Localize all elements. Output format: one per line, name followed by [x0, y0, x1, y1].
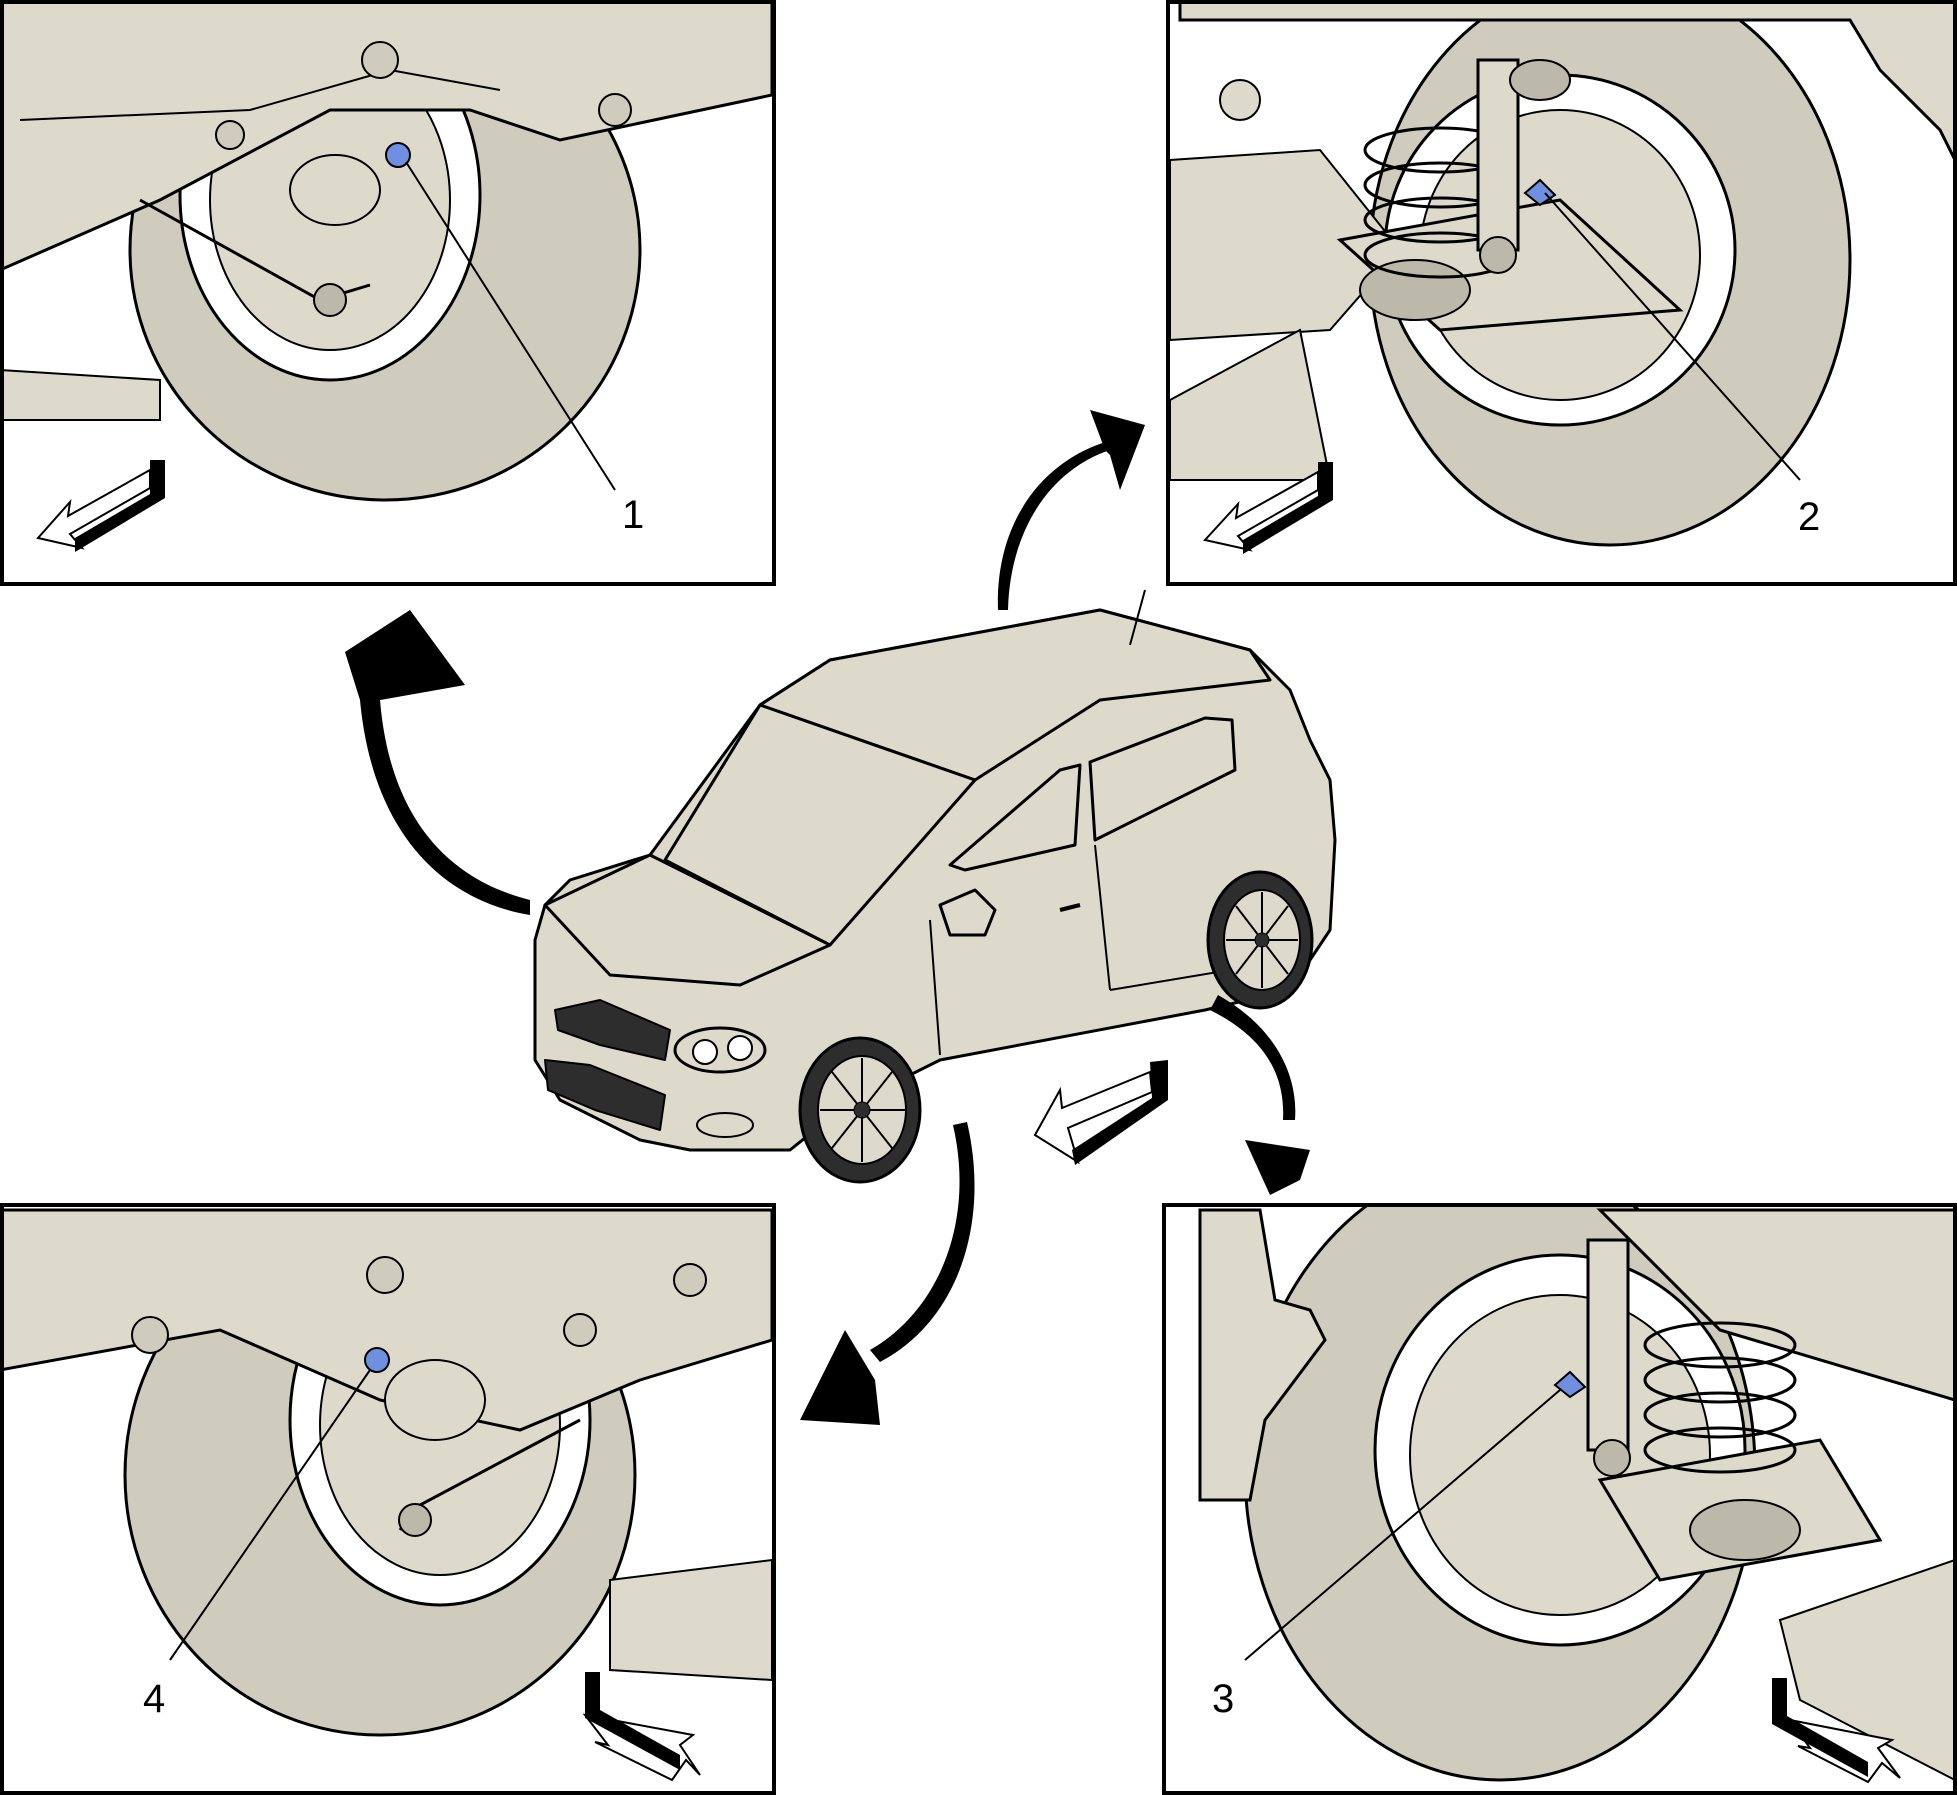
pointer-arrow-to-panel-2	[997, 410, 1145, 610]
panel-rear-left: 2	[1166, 0, 1957, 586]
leader-line-4	[169, 1369, 371, 1661]
lower-grille	[544, 1059, 666, 1131]
panel-front-left: 1	[0, 0, 776, 586]
leader-line-1	[405, 161, 616, 491]
forward-direction-arrow	[582, 1672, 701, 1782]
forward-direction-arrow	[36, 460, 165, 552]
leader-line-2	[1544, 192, 1801, 481]
callout-label-4: 4	[143, 1677, 165, 1721]
panel-rear-right: 3	[1162, 1203, 1957, 1795]
grille	[554, 999, 671, 1061]
side-window-front	[948, 763, 1082, 872]
leader-line-3	[1244, 1389, 1561, 1661]
callout-label-2: 2	[1798, 495, 1820, 539]
fastener-highlight-3	[1553, 1370, 1587, 1399]
callout-label-1: 1	[622, 493, 644, 537]
forward-direction-arrow	[1203, 462, 1333, 554]
pointer-arrow-to-panel-3	[1210, 995, 1310, 1195]
forward-direction-arrow	[1772, 1678, 1901, 1784]
fastener-highlight-1	[385, 142, 411, 168]
pointer-arrow-to-panel-1	[345, 610, 530, 915]
side-window-rear	[1088, 716, 1237, 842]
panel-front-right: 4	[0, 1203, 776, 1795]
callout-label-3: 3	[1212, 1677, 1234, 1721]
fastener-highlight-2	[1523, 178, 1557, 207]
fastener-highlight-4	[364, 1347, 390, 1373]
side-mirror	[938, 888, 997, 937]
vehicle-forward-arrow	[1033, 1060, 1168, 1165]
pointer-arrow-to-panel-4	[800, 1122, 975, 1425]
hood	[543, 853, 832, 987]
vehicle-illustration	[533, 589, 1337, 1184]
